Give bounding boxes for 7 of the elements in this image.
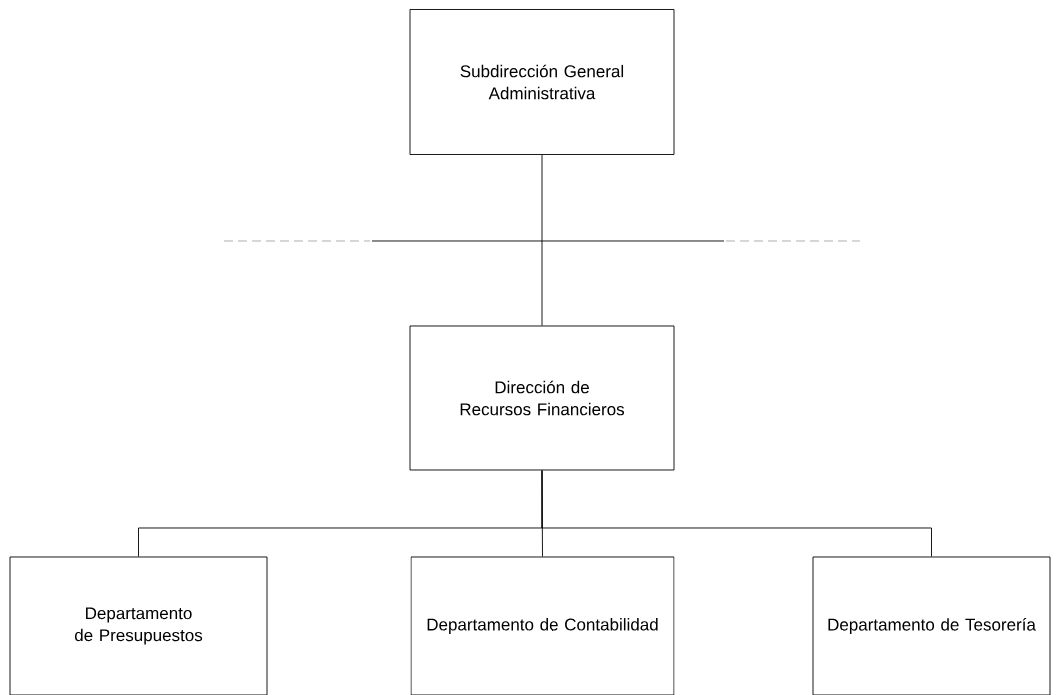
connector-line [541,154,543,326]
org-box: Subdirección General Administrativa [409,9,675,155]
org-box: Departamento de Presupuestos [9,556,268,695]
org-box: Dirección de Recursos Financieros [409,325,675,471]
org-box: Departamento de Contabilidad [410,556,675,695]
org-box: Departamento de Tesorería [812,556,1051,695]
connector-line [541,470,932,557]
